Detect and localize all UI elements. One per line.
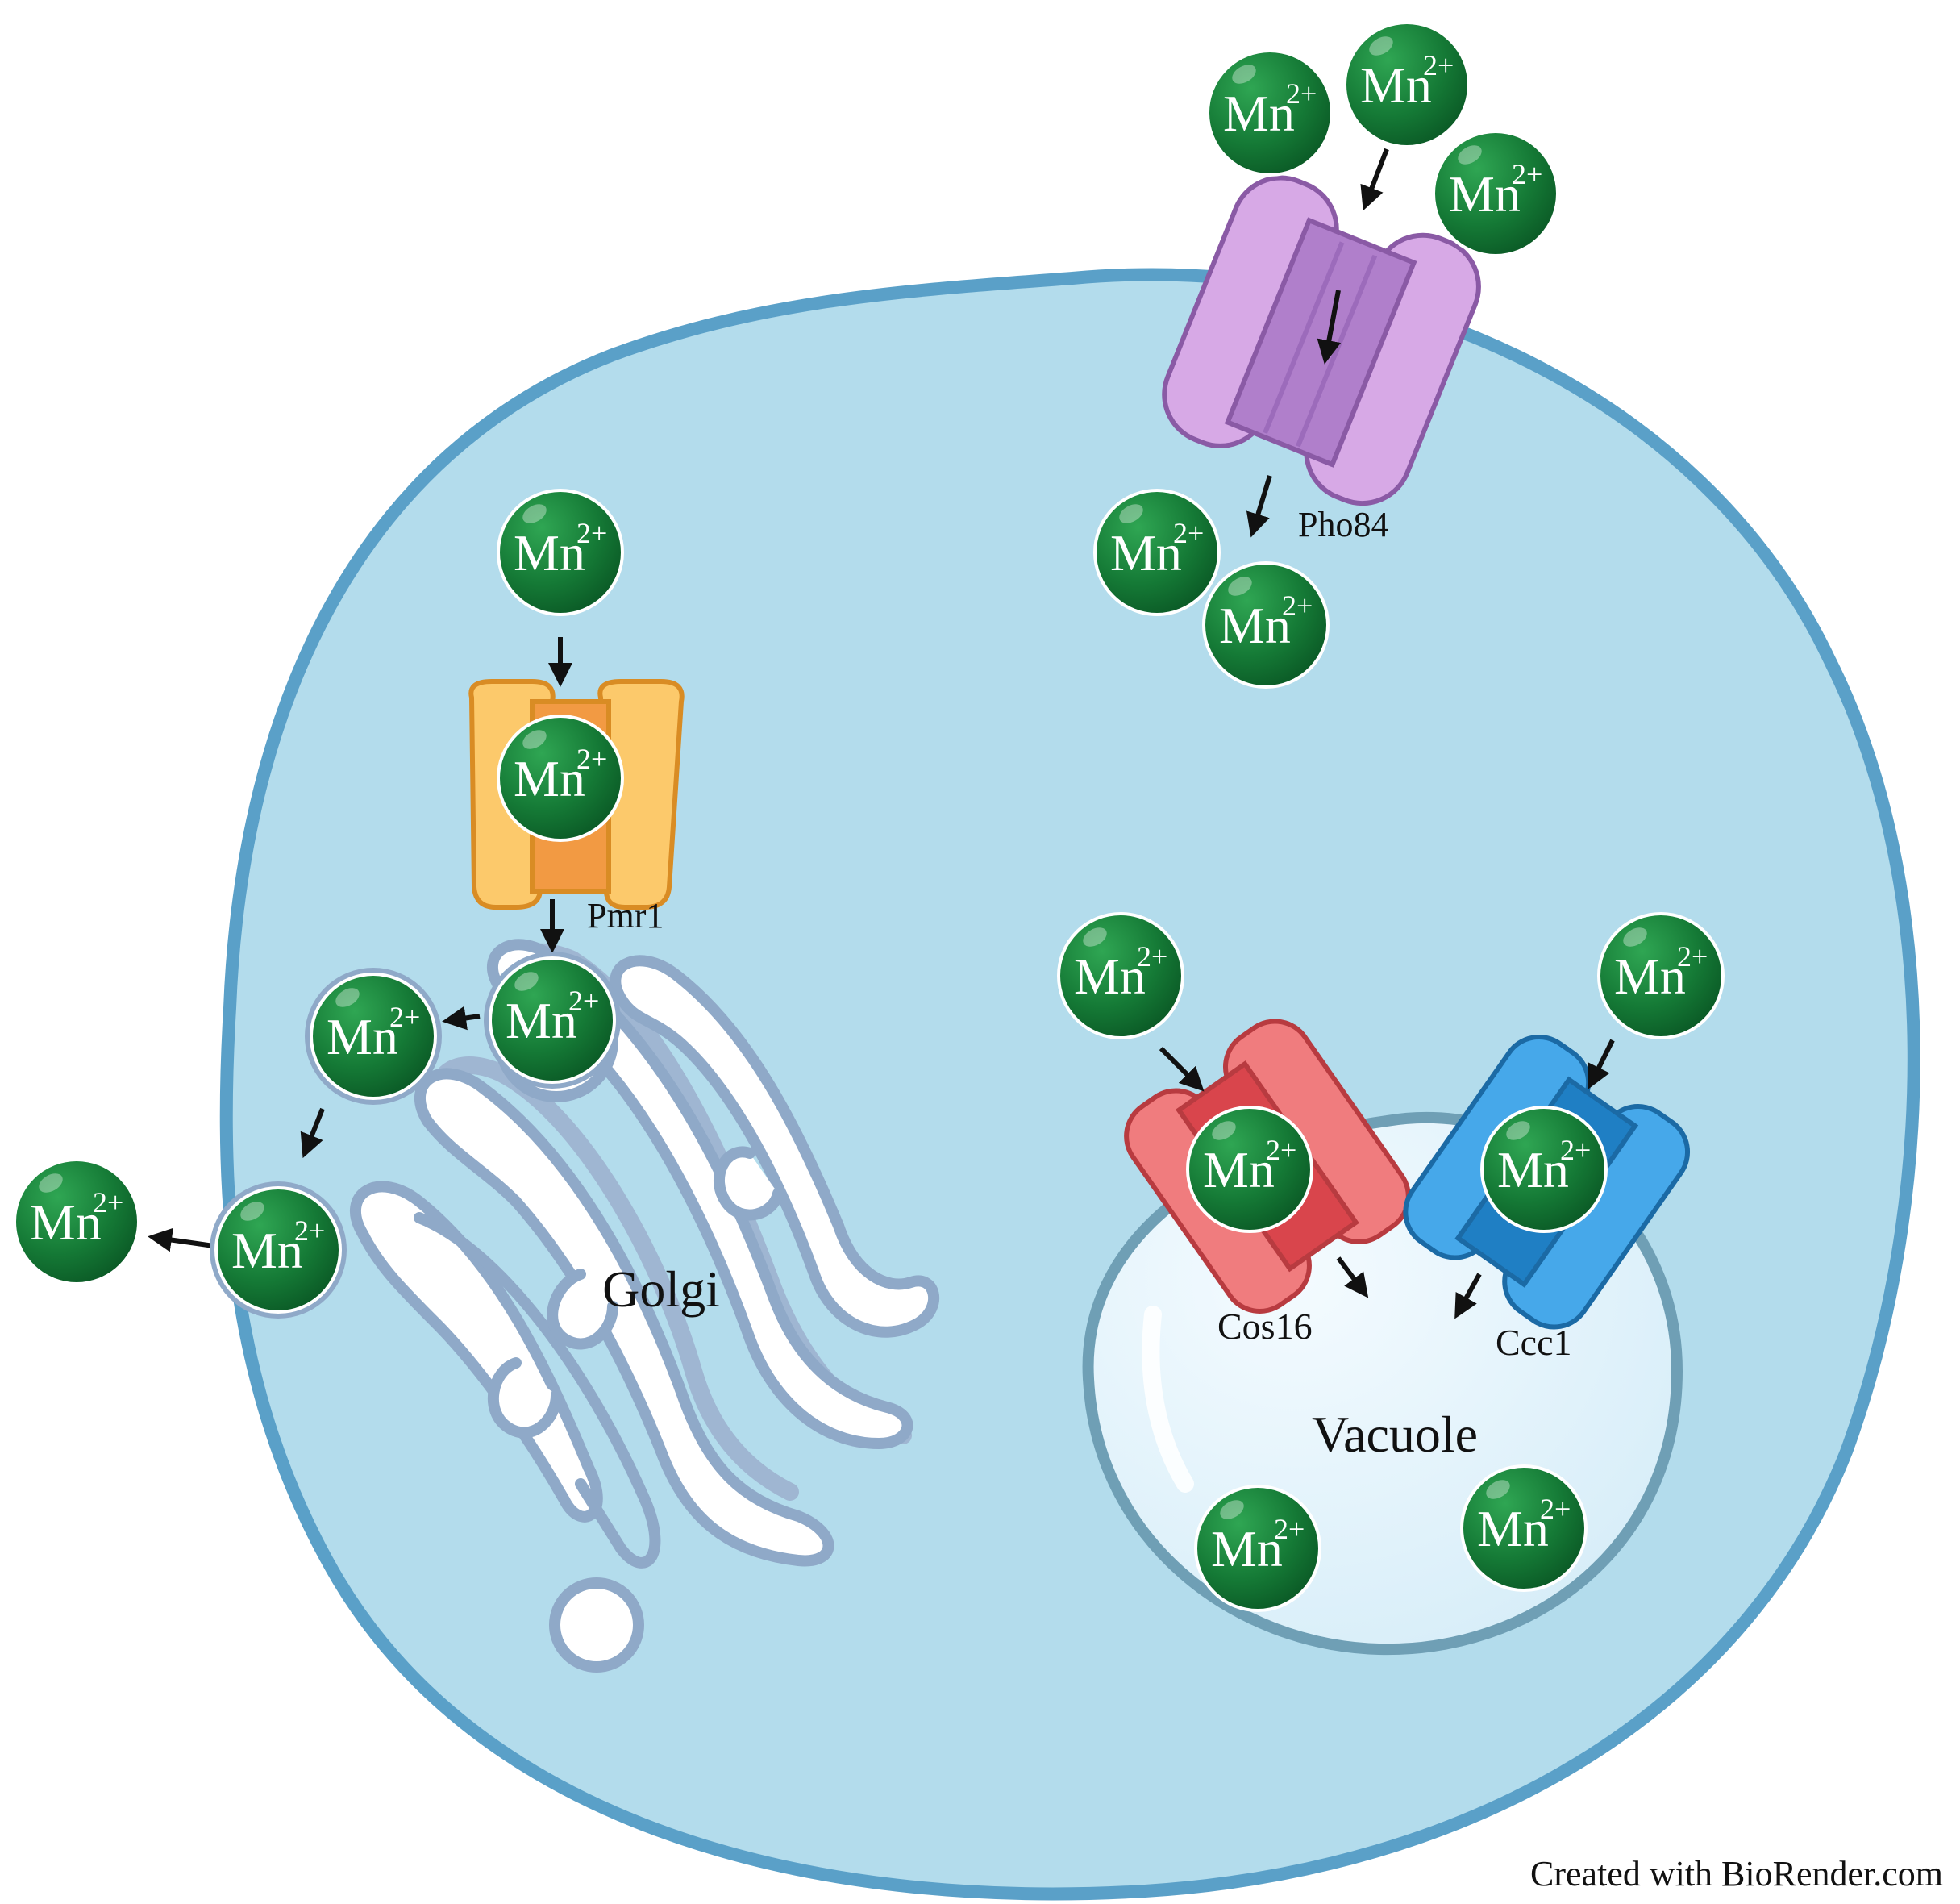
pho84-exit-arrow [1246, 475, 1272, 538]
mn-ion-vacuole-1: Mn2+ [1194, 1485, 1321, 1612]
mn-ion-vacuole-2: Mn2+ [1460, 1464, 1588, 1592]
golgi-vesicle-membrane-3 [210, 1181, 347, 1319]
ion-charge: 2+ [1173, 517, 1204, 549]
ccc1-exit-arrow [1454, 1273, 1482, 1319]
ion-charge: 2+ [93, 1186, 123, 1219]
ion-charge: 2+ [1677, 940, 1708, 973]
ion-symbol: Mn [1477, 1500, 1549, 1557]
mn-ion-golgi-vesicle-1: Mn2+ [489, 956, 616, 1084]
pmr1-label: Pmr1 [587, 896, 664, 935]
ions-layer: Mn2+Mn2+Mn2+Mn2+Mn2+Mn2+Mn2+Mn2+Mn2+Mn2+… [13, 21, 1725, 1612]
mn-ion-cos16-top: Mn2+ [1057, 912, 1184, 1039]
mn-ion-pmr1-top: Mn2+ [497, 489, 624, 616]
ion-symbol: Mn [1219, 597, 1291, 654]
ion-charge: 2+ [389, 1001, 420, 1033]
ion-symbol: Mn [1449, 165, 1521, 223]
mn-ion-pmr1-center: Mn2+ [497, 715, 624, 842]
ion-charge: 2+ [294, 1214, 325, 1247]
vesicle-down-arrow [300, 1107, 325, 1159]
pho84-entry-arrow [1360, 148, 1389, 211]
mn-ion-ext-pho84-3: Mn2+ [1432, 130, 1559, 257]
credit-label: Created with BioRender.com [1530, 1854, 1943, 1894]
ccc1-label: Ccc1 [1496, 1322, 1572, 1363]
ion-symbol: Mn [1223, 85, 1295, 142]
ion-symbol: Mn [30, 1194, 102, 1251]
ion-symbol: Mn [514, 524, 585, 581]
ion-symbol: Mn [1074, 948, 1146, 1005]
ion-symbol: Mn [231, 1222, 303, 1279]
golgi-label: Golgi [602, 1260, 720, 1318]
ion-charge: 2+ [568, 985, 599, 1017]
pho84-through-arrow [1317, 290, 1342, 365]
cos16-entry-arrow [1159, 1046, 1205, 1092]
ion-symbol: Mn [1360, 56, 1432, 114]
ion-symbol: Mn [1497, 1141, 1569, 1198]
ion-charge: 2+ [1540, 1493, 1571, 1525]
golgi-vesicle-membrane-2 [305, 968, 442, 1105]
ion-symbol: Mn [1211, 1520, 1283, 1577]
mn-ion-cos16-center: Mn2+ [1186, 1106, 1313, 1233]
ion-charge: 2+ [1423, 49, 1454, 81]
mn-ion-ext-pho84-1: Mn2+ [1206, 49, 1334, 177]
mn-ion-secreted: Mn2+ [13, 1158, 140, 1285]
mn-ion-golgi-vesicle-2: Mn2+ [310, 973, 437, 1100]
mn-ion-pho84-in-1: Mn2+ [1093, 489, 1221, 616]
mn-ion-pho84-in-2: Mn2+ [1202, 561, 1330, 689]
mn-ion-golgi-vesicle-3: Mn2+ [214, 1186, 342, 1314]
cos16-exit-arrow [1336, 1256, 1369, 1298]
ion-symbol: Mn [327, 1008, 398, 1065]
golgi-to-vesicle-arrow [442, 1006, 481, 1031]
mn-ion-ext-pho84-2: Mn2+ [1343, 21, 1471, 148]
ion-charge: 2+ [576, 743, 607, 775]
ion-charge: 2+ [576, 517, 607, 549]
golgi-vesicle-membrane-1 [484, 952, 621, 1089]
ion-symbol: Mn [1203, 1141, 1275, 1198]
ion-symbol: Mn [1614, 948, 1686, 1005]
ion-charge: 2+ [1266, 1134, 1296, 1166]
ion-charge: 2+ [1560, 1134, 1591, 1166]
mn-ion-ccc1-center: Mn2+ [1480, 1106, 1608, 1233]
secretion-arrow [148, 1227, 214, 1252]
ion-charge: 2+ [1286, 77, 1317, 110]
ion-charge: 2+ [1274, 1513, 1305, 1545]
vacuole-label: Vacuole [1312, 1406, 1478, 1463]
ion-charge: 2+ [1137, 940, 1167, 973]
mn-ion-ccc1-top: Mn2+ [1597, 912, 1725, 1039]
ion-charge: 2+ [1282, 590, 1313, 622]
ion-symbol: Mn [506, 992, 577, 1049]
ion-symbol: Mn [514, 750, 585, 807]
pho84-label: Pho84 [1298, 505, 1388, 544]
ccc1-entry-arrow [1588, 1039, 1615, 1089]
ion-charge: 2+ [1512, 158, 1542, 190]
ion-symbol: Mn [1110, 524, 1182, 581]
cos16-label: Cos16 [1217, 1306, 1313, 1347]
pmr1-transporter [468, 679, 685, 910]
